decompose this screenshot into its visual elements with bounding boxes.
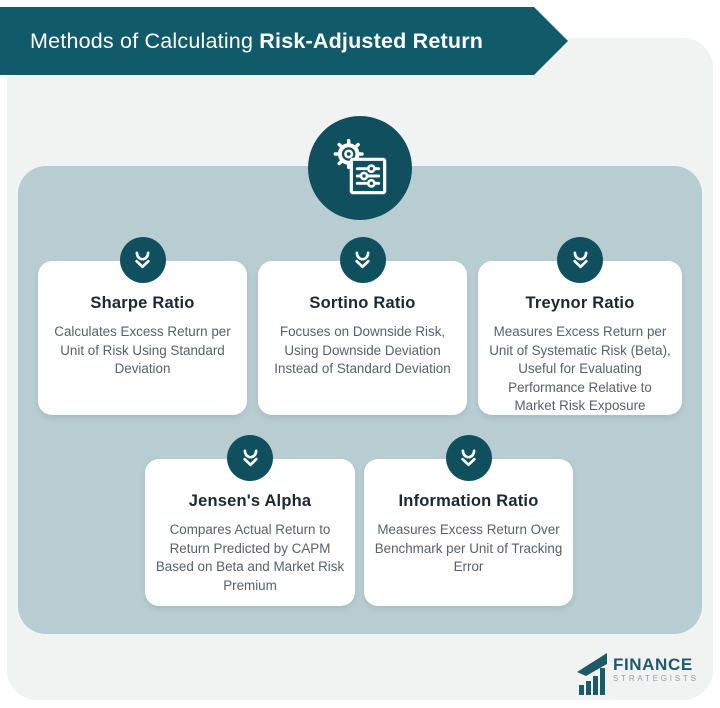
card-description: Focuses on Downside Risk, Using Downside… — [274, 324, 451, 376]
merge-down-arrow-icon — [557, 237, 603, 283]
card-description: Measures Excess Return per Unit of Syste… — [489, 324, 671, 413]
logo-text: FINANCE STRATEGISTS — [613, 651, 699, 683]
logo-name: FINANCE — [613, 655, 693, 674]
method-card-sharpe-ratio: Sharpe Ratio Calculates Excess Return pe… — [38, 237, 247, 415]
merge-down-arrow-glyph — [461, 449, 476, 466]
banner-title-bold: Risk-Adjusted Return — [259, 28, 484, 53]
title-banner: Methods of Calculating Risk-Adjusted Ret… — [0, 7, 568, 75]
card-title: Treynor Ratio — [525, 294, 635, 312]
card-title: Jensen's Alpha — [188, 492, 312, 510]
merge-down-arrow-icon — [339, 237, 386, 283]
method-card-jensens-alpha: Jensen's Alpha Compares Actual Return to… — [145, 435, 355, 606]
card-title: Sharpe Ratio — [90, 294, 195, 312]
banner-title-regular: Methods of Calculating — [30, 28, 254, 53]
settings-gear-sliders-icon — [308, 116, 412, 220]
merge-down-arrow-icon — [119, 237, 166, 283]
bar-chart-swoosh-icon — [577, 653, 607, 695]
method-card-sortino-ratio: Sortino Ratio Focuses on Downside Risk, … — [258, 237, 467, 415]
gear-sliders-glyph — [333, 138, 387, 195]
merge-down-arrow-glyph — [135, 251, 150, 268]
card-description: Compares Actual Return to Return Predict… — [155, 522, 345, 593]
method-card-information-ratio: Information Ratio Measures Excess Return… — [364, 435, 573, 606]
finance-strategists-logo: FINANCE STRATEGISTS — [575, 651, 699, 695]
card-title: Information Ratio — [398, 492, 539, 510]
card-description: Calculates Excess Return per Unit of Ris… — [54, 324, 231, 376]
merge-down-arrow-glyph — [242, 449, 258, 466]
logo-subname: STRATEGISTS — [613, 674, 699, 683]
merge-down-arrow-glyph — [355, 251, 370, 268]
merge-down-arrow-icon — [227, 435, 273, 481]
card-title: Sortino Ratio — [309, 294, 416, 312]
method-card-treynor-ratio: Treynor Ratio Measures Excess Return per… — [478, 237, 682, 415]
merge-down-arrow-glyph — [572, 251, 588, 268]
merge-down-arrow-icon — [445, 435, 492, 481]
card-description: Measures Excess Return Over Benchmark pe… — [374, 522, 563, 574]
